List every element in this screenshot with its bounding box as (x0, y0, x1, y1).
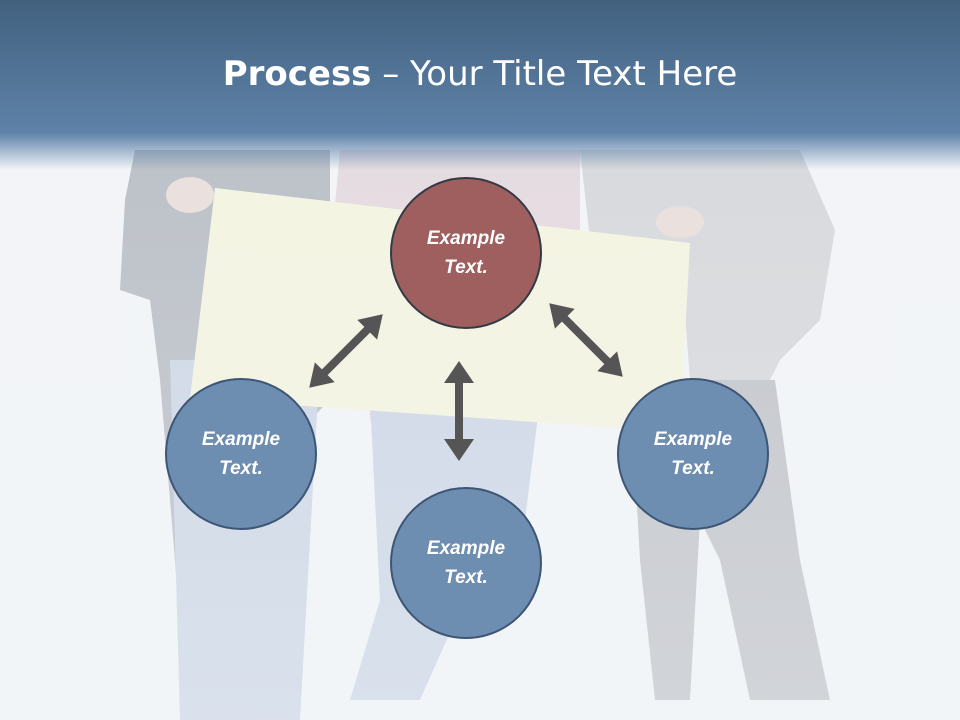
title-bold: Process (222, 54, 372, 94)
node-right-label: Example Text. (653, 429, 733, 479)
process-node-top: Example Text. (390, 177, 542, 329)
arrow-vertical (444, 361, 474, 461)
node-top-label: Example Text. (426, 228, 506, 278)
title-banner (0, 0, 960, 170)
node-bottom-label: Example Text. (426, 538, 506, 588)
node-left-label: Example Text. (201, 429, 281, 479)
process-node-left: Example Text. (165, 378, 317, 530)
arrow-top-right (549, 303, 623, 377)
process-node-bottom: Example Text. (390, 487, 542, 639)
title-rest: – Your Title Text Here (371, 54, 738, 94)
arrow-top-left (309, 314, 383, 388)
process-node-right: Example Text. (617, 378, 769, 530)
page-title: Process – Your Title Text Here (0, 48, 960, 100)
